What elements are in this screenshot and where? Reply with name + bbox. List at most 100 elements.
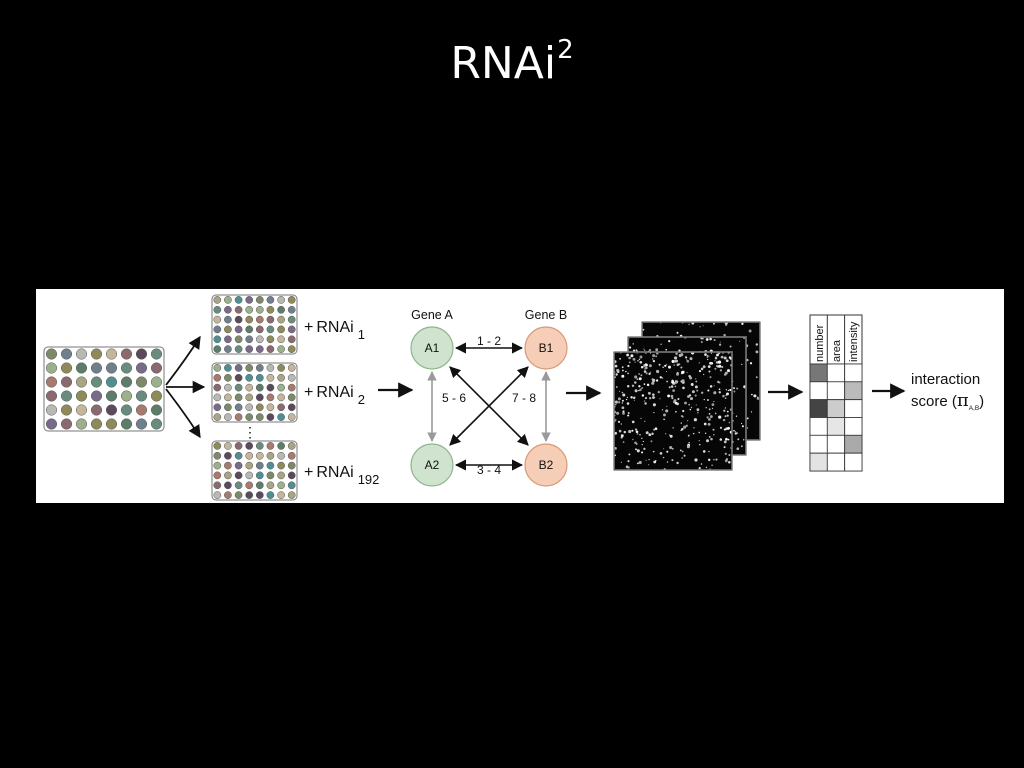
- plate-well: [287, 325, 296, 334]
- feature-cell: [809, 452, 828, 472]
- plate-well: [45, 418, 58, 430]
- plate-well: [60, 348, 73, 360]
- plate-well: [266, 403, 275, 412]
- feature-header-area: area: [831, 339, 843, 362]
- plate-well: [105, 362, 118, 374]
- plate-well: [224, 481, 232, 490]
- feature-cell: [809, 363, 828, 383]
- edge-label-3-4: 3 - 4: [477, 463, 501, 477]
- plate-well: [245, 393, 254, 402]
- plate-well: [75, 418, 88, 430]
- plate-well: [234, 481, 243, 490]
- source-plate: [43, 346, 165, 432]
- plate-well: [255, 345, 264, 353]
- feature-cell: [844, 363, 863, 383]
- plate-well: [245, 442, 254, 450]
- plate-well: [245, 491, 254, 499]
- plate-well: [277, 491, 285, 499]
- plate-well: [266, 364, 275, 372]
- plate-well: [224, 451, 232, 460]
- microscopy-image-stack: [613, 321, 761, 471]
- plate-well: [120, 404, 133, 416]
- microscopy-image: [613, 351, 733, 471]
- branch-arrow-bottom: [165, 388, 201, 439]
- plate-well: [224, 335, 232, 344]
- plate-well: [224, 442, 232, 450]
- plate-well: [245, 461, 254, 470]
- plate-well: [135, 390, 148, 402]
- node-a1: [410, 326, 454, 370]
- plate-well: [234, 305, 243, 314]
- plate-well: [60, 390, 73, 402]
- feature-cell: [844, 417, 863, 436]
- plate-well: [150, 404, 163, 416]
- plate-well: [45, 362, 58, 374]
- plate-well: [277, 325, 285, 334]
- plate-well: [60, 376, 73, 388]
- plate-well: [213, 335, 222, 344]
- node-a2-label: A2: [425, 458, 440, 472]
- plate-well: [266, 325, 275, 334]
- plate-ellipsis: ⋮: [243, 424, 257, 440]
- slide-title: RNAi2: [0, 22, 1024, 92]
- feature-cell: [809, 399, 828, 418]
- plate-well: [75, 362, 88, 374]
- plate-well: [255, 305, 264, 314]
- plate-well: [287, 373, 296, 382]
- plate-well: [213, 491, 222, 499]
- plate-well: [277, 364, 285, 372]
- plate-well: [224, 393, 232, 402]
- plate-well: [245, 383, 254, 392]
- feature-cell: [844, 452, 863, 472]
- plate-well: [277, 413, 285, 421]
- plate-well: [245, 325, 254, 334]
- plate-well: [120, 362, 133, 374]
- plate-well: [287, 481, 296, 490]
- plate-well: [105, 348, 118, 360]
- plate-well: [277, 345, 285, 353]
- plate-well: [277, 481, 285, 490]
- score-subscript: A,B: [969, 405, 979, 412]
- plate-well: [287, 305, 296, 314]
- feature-cell: [826, 381, 845, 401]
- plate-well: [45, 376, 58, 388]
- plate-well: [45, 348, 58, 360]
- plate-well: [213, 315, 222, 324]
- plate-frame: [211, 440, 298, 501]
- plate-well: [277, 442, 285, 450]
- plate-well: [120, 348, 133, 360]
- plate-well: [287, 296, 296, 304]
- plate-well: [266, 373, 275, 382]
- plate-well: [255, 491, 264, 499]
- plate-well: [245, 451, 254, 460]
- rnai-plate-2: [211, 362, 298, 423]
- node-b2: [524, 443, 568, 487]
- plate-well: [245, 373, 254, 382]
- plate-well: [287, 413, 296, 421]
- plate-well: [224, 491, 232, 499]
- plate-well: [266, 471, 275, 480]
- branch-arrow-top: [165, 335, 201, 386]
- plate-well: [213, 296, 222, 304]
- plate-well: [255, 471, 264, 480]
- plate-well: [213, 451, 222, 460]
- plate-well: [277, 315, 285, 324]
- plate-frame: [43, 346, 165, 432]
- plate-well: [287, 442, 296, 450]
- plate-well: [224, 471, 232, 480]
- plate-well: [135, 404, 148, 416]
- gene-b-label: Gene B: [525, 308, 567, 322]
- plate-well: [213, 413, 222, 421]
- plate-well: [287, 383, 296, 392]
- plate-well: [287, 393, 296, 402]
- plate-well: [287, 451, 296, 460]
- plate-well: [255, 442, 264, 450]
- edge-a1-b2: [449, 366, 529, 446]
- node-b2-label: B2: [539, 458, 554, 472]
- plate-well: [224, 296, 232, 304]
- plate-well: [245, 471, 254, 480]
- plate-well: [213, 364, 222, 372]
